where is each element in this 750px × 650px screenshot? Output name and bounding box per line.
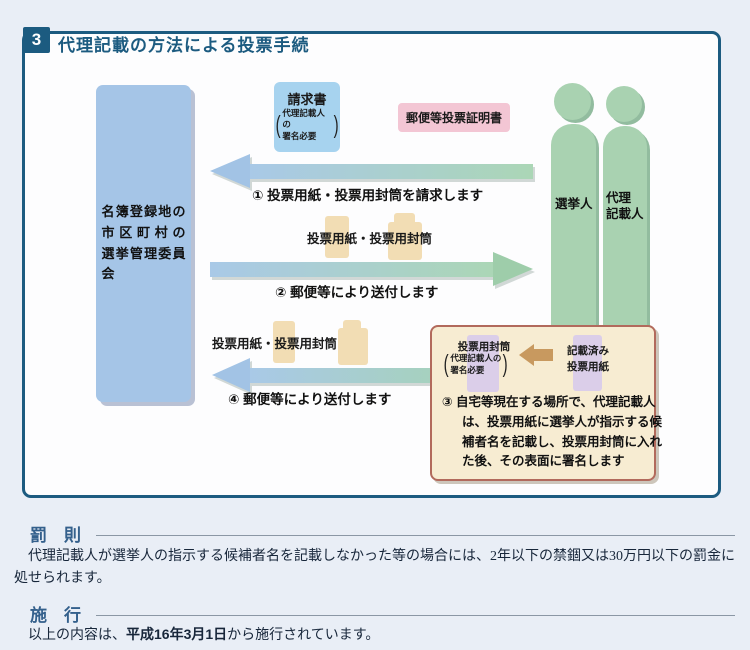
- proxy-writer-label: 代理 記載人: [606, 191, 644, 222]
- ballot-envelope-icon: [388, 222, 422, 260]
- step2-label: ② 郵便等により送付します: [275, 285, 439, 300]
- arrow-head-icon: [212, 358, 250, 392]
- arrow-head-icon: [493, 252, 533, 286]
- ballot-items-label-bottom: 投票用紙・投票用封筒: [212, 337, 338, 351]
- written-ballot-icon: [573, 335, 602, 391]
- step3-box: 投票用封筒 ( 代理記載人の 署名必要 ) 記載済み 投票用紙 ③ 自宅等現在す…: [430, 325, 662, 481]
- ballot-paper-icon: [273, 321, 295, 363]
- request-arrow: [210, 154, 533, 188]
- envelope-title: 投票用封筒: [457, 341, 511, 353]
- election-committee-box: 名簿登録地の 市区町村の 選挙管理委員会: [96, 85, 191, 402]
- arrow-head-icon: [519, 344, 534, 366]
- written-ballot-label: 記載済み 投票用紙: [567, 345, 609, 373]
- section-number-badge: 3: [23, 27, 50, 53]
- step3-description: ③ 自宅等現在する場所で、代理記載人は、投票用紙に選挙人が指示する候補者名を記載…: [442, 395, 663, 469]
- signed-envelope-icon: [467, 335, 499, 392]
- penalty-rule: [96, 535, 735, 536]
- enforcement-rule: [96, 615, 735, 616]
- insert-arrow: [519, 344, 553, 366]
- postal-vote-certificate-box: 郵便等投票証明書: [398, 103, 510, 132]
- request-form-title: 請求書: [287, 92, 327, 107]
- ballot-envelope-icon: [343, 320, 361, 330]
- request-form-box: 請求書 ( 代理記載人の 署名必要 ): [274, 82, 340, 152]
- section-title: 代理記載の方法による投票手続: [58, 36, 310, 55]
- penalty-body: 代理記載人が選挙人の指示する候補者名を記載しなかった等の場合には、2年以下の禁錮…: [14, 549, 735, 586]
- ballot-items-label-top: 投票用紙・投票用封筒: [307, 232, 433, 246]
- election-committee-label: 名簿登録地の 市区町村の 選挙管理委員会: [101, 203, 186, 282]
- arrow-head-icon: [210, 154, 250, 188]
- enforcement-date: 平成16年3月1日: [126, 626, 228, 642]
- enforcement-body: 以上の内容は、平成16年3月1日から施行されています。: [28, 626, 380, 643]
- send-arrow: [210, 252, 533, 286]
- enforcement-heading: 施 行: [30, 606, 81, 625]
- person-icon: [554, 83, 591, 120]
- return-arrow: [212, 358, 430, 392]
- step4-label: ④ 郵便等により送付します: [228, 392, 392, 407]
- request-form-note: ( 代理記載人の 署名必要 ): [275, 108, 339, 141]
- ballot-envelope-icon: [338, 328, 368, 365]
- person-icon: [606, 86, 642, 122]
- envelope-note: ( 代理記載人の 署名必要 ): [443, 350, 509, 378]
- ballot-envelope-icon: [394, 213, 415, 224]
- penalty-heading: 罰 則: [30, 526, 81, 545]
- step1-label: ① 投票用紙・投票用封筒を請求します: [252, 188, 484, 203]
- elector-label: 選挙人: [555, 197, 593, 211]
- ballot-paper-icon: [325, 216, 349, 258]
